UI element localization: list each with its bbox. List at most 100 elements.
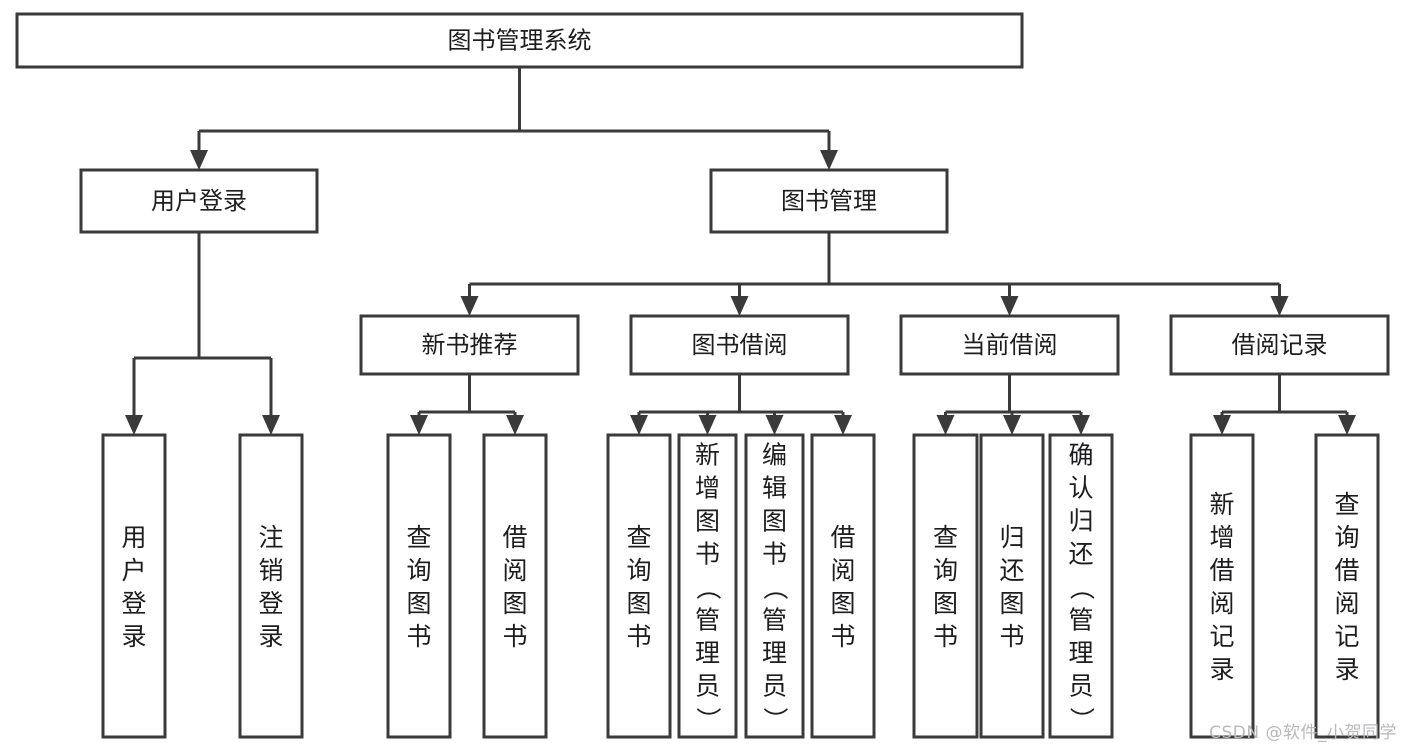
edges-layer: [125, 67, 1356, 435]
node-label-char: 图: [999, 589, 1024, 618]
node-label-char: 阅: [1334, 589, 1359, 618]
node-box: [912, 433, 979, 739]
node-label-char: 阅: [502, 556, 527, 585]
node-box: [238, 433, 304, 739]
edge-arrowhead: [936, 415, 955, 435]
node-root[interactable]: 图书管理系统: [15, 12, 1024, 69]
node-label-char: 新: [1209, 490, 1234, 519]
node-box: [101, 433, 167, 739]
node-label-char: 注: [258, 523, 283, 552]
node-label-char: 图: [933, 589, 958, 618]
node-label-char: 增: [1209, 523, 1234, 552]
node-l3-borrow[interactable]: 图书借阅: [629, 314, 850, 376]
node-label-char: 查: [1334, 490, 1359, 519]
node-l2-book[interactable]: 图书管理: [709, 168, 949, 234]
node-label-char: 还: [1068, 540, 1093, 569]
node-label-char: 管: [762, 606, 787, 635]
node-leaf-user-login[interactable]: 用户登录: [101, 433, 167, 739]
node-label-char: 询: [626, 556, 651, 585]
node-label-char: 员: [695, 672, 720, 701]
edge-arrowhead: [698, 415, 717, 435]
node-label-char: 登: [121, 589, 146, 618]
node-label-char: 归: [1068, 507, 1093, 536]
node-label-char: 询: [933, 556, 958, 585]
edge-group-l3-current: [936, 374, 1090, 435]
node-label-char: 查: [406, 523, 431, 552]
node-label-char: 图: [502, 589, 527, 618]
nodes-layer: 图书管理系统用户登录图书管理新书推荐图书借阅当前借阅借阅记录用户登录注销登录查询…: [15, 12, 1390, 739]
edge-arrowhead: [125, 415, 143, 435]
node-l3-new[interactable]: 新书推荐: [359, 314, 580, 376]
node-label-char: （: [694, 575, 723, 600]
node-l2-user[interactable]: 用户登录: [79, 168, 319, 234]
node-box: [979, 433, 1045, 739]
node-label-char: 增: [695, 474, 720, 503]
node-label-char: 书: [626, 622, 651, 651]
node-l3-current[interactable]: 当前借阅: [899, 314, 1120, 376]
node-label-char: 辑: [762, 474, 787, 503]
node-label-char: 销: [258, 556, 283, 585]
node-label-char: 管: [1068, 606, 1093, 635]
node-label-char: ）: [1067, 707, 1096, 732]
node-label-char: 用: [121, 523, 146, 552]
edge-group-l3-record: [1213, 374, 1356, 435]
node-label-char: 借: [1209, 556, 1234, 585]
node-label: 图书管理: [781, 187, 877, 215]
watermark-text: CSDN @软件_小贺同学: [1209, 723, 1397, 743]
node-box: [359, 314, 580, 376]
edge-arrowhead: [410, 415, 428, 435]
node-label-char: 录: [1334, 655, 1359, 684]
edge-arrowhead: [1338, 415, 1356, 435]
node-label-char: 录: [1209, 655, 1234, 684]
node-label-char: 编: [762, 441, 787, 470]
node-label-char: 登: [258, 589, 283, 618]
node-label-char: 管: [695, 606, 720, 635]
node-label-char: 借: [1334, 556, 1359, 585]
node-label-char: （: [761, 575, 790, 600]
edge-group-l3-new: [410, 374, 524, 435]
node-label-char: 理: [1068, 639, 1093, 668]
node-box: [810, 433, 876, 739]
node-label-char: 理: [695, 639, 720, 668]
node-box: [899, 314, 1120, 376]
node-label: 新书推荐: [422, 331, 518, 359]
node-label-char: ）: [761, 707, 790, 732]
node-label-char: 阅: [1209, 589, 1234, 618]
edge-arrowhead: [765, 415, 784, 435]
node-box: [709, 168, 949, 234]
node-label-char: 归: [999, 523, 1024, 552]
edge-arrowhead: [820, 150, 838, 170]
node-l3-record[interactable]: 借阅记录: [1169, 314, 1390, 376]
node-box: [79, 168, 319, 234]
node-box: [386, 433, 452, 739]
node-label: 图书借阅: [692, 331, 788, 359]
node-label-char: 图: [762, 507, 787, 536]
node-label-char: 借: [830, 523, 855, 552]
node-label-char: 图: [626, 589, 651, 618]
node-label-char: 书: [762, 540, 787, 569]
node-label-char: 询: [406, 556, 431, 585]
node-label-char: 认: [1068, 474, 1093, 503]
node-label-char: 书: [406, 622, 431, 651]
edge-arrowhead: [190, 150, 208, 170]
node-label-char: 图: [695, 507, 720, 536]
node-label-char: 阅: [830, 556, 855, 585]
edge-group-l3-borrow: [630, 374, 852, 435]
node-label-char: 新: [695, 441, 720, 470]
node-label-char: 录: [121, 622, 146, 651]
edge-arrowhead: [1213, 415, 1231, 435]
